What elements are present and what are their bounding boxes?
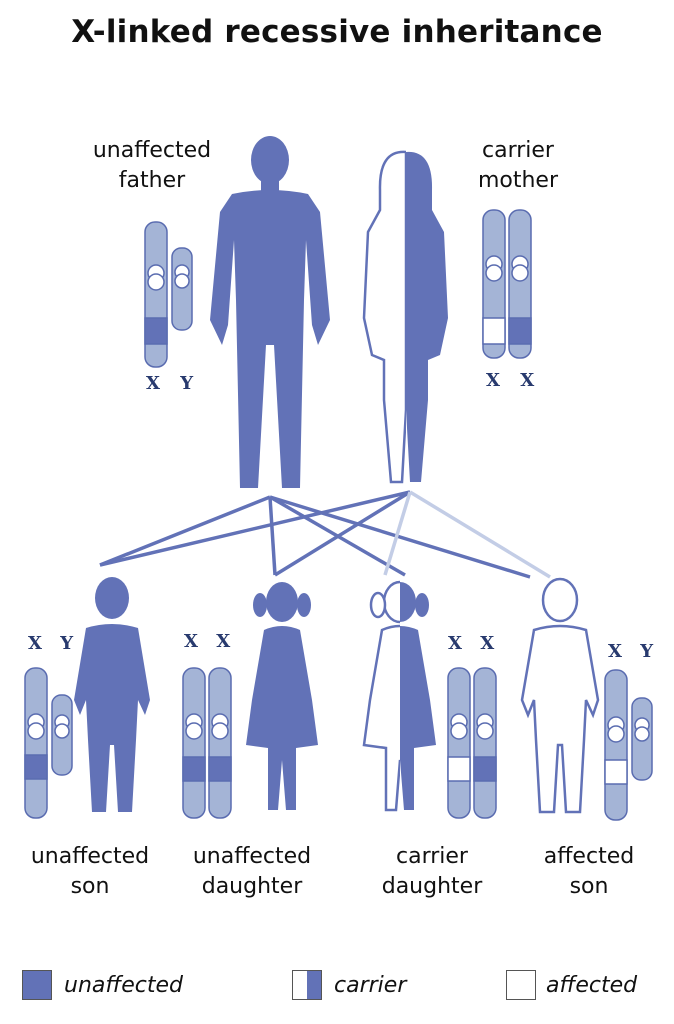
father-chromosomes xyxy=(144,221,193,368)
son2-chromosomes xyxy=(604,669,653,821)
daughter2-chromosome-labels: X X xyxy=(448,633,495,654)
daughter1-chrom-right: X xyxy=(216,631,232,652)
mother-silhouette xyxy=(362,150,448,484)
line-mother-son1 xyxy=(99,490,411,567)
son2-label-line2: son xyxy=(569,874,609,899)
father-silhouette xyxy=(210,136,330,488)
line-father-daughter1 xyxy=(268,496,277,576)
legend-unaffected: unaffected xyxy=(22,970,222,1004)
mother-chromosomes xyxy=(482,209,532,359)
mother-label: carrier mother xyxy=(448,136,588,196)
daughter1-label: unaffected daughter xyxy=(172,842,332,902)
diagram-title: X-linked recessive inheritance xyxy=(71,14,603,50)
line-mother-daughter2 xyxy=(383,491,412,576)
daughter1-label-line1: unaffected xyxy=(192,844,312,869)
father-label: unaffected father xyxy=(62,136,242,196)
daughter2-label-line1: carrier xyxy=(396,844,468,869)
mother-label-line1: carrier xyxy=(482,138,554,163)
inheritance-lines xyxy=(99,490,551,579)
son2-chromosome-labels: X Y xyxy=(608,641,654,662)
daughter1-chrom-left: X xyxy=(184,631,199,652)
son1-label-line1: unaffected xyxy=(30,844,150,869)
son1-label-line2: son xyxy=(70,874,110,899)
legend-carrier: carrier xyxy=(292,970,452,1004)
daughter2-label: carrier daughter xyxy=(352,842,512,902)
legend-unaffected-swatch xyxy=(22,970,52,1000)
mother-chrom-left: X xyxy=(486,370,501,391)
daughter1-chromosome-labels: X X xyxy=(184,631,231,652)
mother-label-line2: mother xyxy=(477,168,559,193)
mother-chromosome-labels: X X xyxy=(486,370,535,391)
father-label-line2: father xyxy=(118,168,186,193)
line-father-son2 xyxy=(269,495,531,579)
mother-chrom-right: X xyxy=(520,370,536,391)
daughter2-chromosomes xyxy=(447,667,497,819)
father-chrom-left: X xyxy=(146,373,161,394)
legend-carrier-swatch xyxy=(292,970,322,1000)
legend-affected-label: affected xyxy=(546,973,638,998)
legend-affected-swatch xyxy=(506,970,536,1000)
legend-unaffected-label: unaffected xyxy=(64,973,184,998)
father-label-line1: unaffected xyxy=(92,138,212,163)
daughter2-chrom-left: X xyxy=(448,633,463,654)
son1-label: unaffected son xyxy=(10,842,170,902)
legend-affected: affected xyxy=(506,970,666,1004)
daughter2-silhouette xyxy=(362,580,436,812)
daughter2-label-line2: daughter xyxy=(381,874,483,899)
legend-carrier-label: carrier xyxy=(334,973,407,998)
son2-label-line1: affected xyxy=(543,844,635,869)
daughter1-label-line2: daughter xyxy=(201,874,303,899)
line-father-son1 xyxy=(99,495,271,567)
son1-silhouette xyxy=(74,577,150,812)
son2-chrom-right: Y xyxy=(640,641,655,662)
son2-silhouette xyxy=(520,577,600,814)
father-chrom-right: Y xyxy=(180,373,195,394)
line-mother-son2 xyxy=(409,490,551,579)
son1-chrom-left: X xyxy=(28,633,43,654)
daughter2-chrom-right: X xyxy=(480,633,496,654)
son2-chrom-left: X xyxy=(608,641,623,662)
son1-chromosomes xyxy=(24,667,73,819)
son1-chromosome-labels: X Y xyxy=(28,633,74,654)
son2-label: affected son xyxy=(514,842,664,902)
father-chromosome-labels: X Y xyxy=(146,373,194,394)
son1-chrom-right: Y xyxy=(60,633,75,654)
daughter1-chromosomes xyxy=(182,667,232,819)
line-mother-daughter1 xyxy=(274,490,411,577)
daughter1-silhouette xyxy=(246,582,318,810)
